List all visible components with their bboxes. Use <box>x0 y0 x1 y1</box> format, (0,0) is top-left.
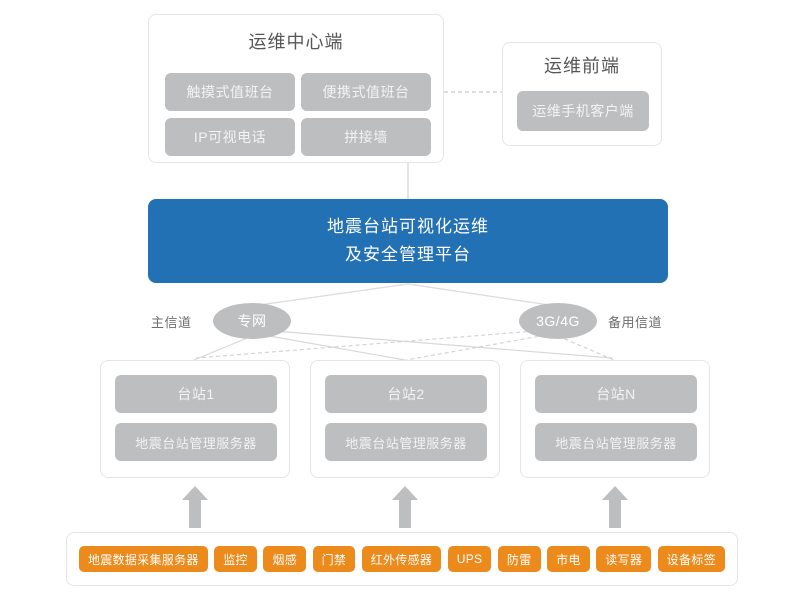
station-n-name[interactable]: 台站N <box>535 375 697 413</box>
ops-center-item-portable-console[interactable]: 便携式值班台 <box>301 73 431 111</box>
mobile-network-node[interactable]: 3G/4G <box>519 303 597 339</box>
link-private-net-to-station-1 <box>193 335 253 361</box>
device-tag-video-surveillance[interactable]: 监控 <box>214 546 257 572</box>
backup-channel-label: 备用信道 <box>608 315 663 330</box>
arrow-up-station-2 <box>392 486 418 528</box>
link-platform-to-private-net <box>251 283 409 307</box>
ops-front-panel: 运维前端 运维手机客户端 <box>502 42 662 146</box>
link-mobile-net-to-station-2 <box>405 333 553 361</box>
device-tag-data-acquisition-server[interactable]: 地震数据采集服务器 <box>79 546 208 572</box>
ops-center-panel: 运维中心端 触摸式值班台 便携式值班台 IP可视电话 拼接墙 <box>148 14 444 163</box>
device-bar: 地震数据采集服务器 监控 烟感 门禁 红外传感器 UPS 防雷 市电 读写器 设… <box>66 532 738 586</box>
ops-center-item-video-wall[interactable]: 拼接墙 <box>301 118 431 156</box>
link-platform-to-mobile-net <box>407 283 557 307</box>
station-1-server[interactable]: 地震台站管理服务器 <box>115 423 277 461</box>
private-network-node[interactable]: 专网 <box>213 303 291 339</box>
link-guide-right-cross <box>407 283 557 307</box>
station-1-name[interactable]: 台站1 <box>115 375 277 413</box>
device-tag-equipment-label[interactable]: 设备标签 <box>657 546 725 572</box>
link-guide-left-cross <box>251 283 409 307</box>
link-mobile-net-to-station-n <box>557 335 615 361</box>
platform-title-line-2: 及安全管理平台 <box>345 245 471 264</box>
station-n-server[interactable]: 地震台站管理服务器 <box>535 423 697 461</box>
device-tag-smoke-sensor[interactable]: 烟感 <box>263 546 307 572</box>
device-tag-access-control[interactable]: 门禁 <box>312 546 356 572</box>
ops-center-item-ip-video-phone[interactable]: IP可视电话 <box>165 118 295 156</box>
central-platform: 地震台站可视化运维 及安全管理平台 <box>148 199 668 283</box>
ops-center-title: 运维中心端 <box>248 32 344 52</box>
station-2-name[interactable]: 台站2 <box>325 375 487 413</box>
link-private-net-to-station-2 <box>257 333 406 361</box>
ops-front-title: 运维前端 <box>544 56 620 76</box>
device-tag-mains-power[interactable]: 市电 <box>547 546 590 572</box>
device-tag-ups[interactable]: UPS <box>447 546 492 572</box>
device-tag-infrared-sensor[interactable]: 红外传感器 <box>361 546 442 572</box>
arrow-up-station-n <box>602 486 628 528</box>
ops-center-item-touch-console[interactable]: 触摸式值班台 <box>165 73 295 111</box>
station-panel-n: 台站N 地震台站管理服务器 <box>520 360 710 478</box>
station-panel-1: 台站1 地震台站管理服务器 <box>100 360 290 478</box>
station-2-server[interactable]: 地震台站管理服务器 <box>325 423 487 461</box>
device-tag-rfid-reader[interactable]: 读写器 <box>596 546 652 572</box>
platform-title-line-1: 地震台站可视化运维 <box>327 217 489 236</box>
arrow-up-station-1 <box>182 486 208 528</box>
primary-channel-label: 主信道 <box>151 315 192 330</box>
station-panel-2: 台站2 地震台站管理服务器 <box>310 360 500 478</box>
ops-front-item-mobile-client[interactable]: 运维手机客户端 <box>517 91 649 131</box>
device-tag-lightning-protection[interactable]: 防雷 <box>497 546 541 572</box>
